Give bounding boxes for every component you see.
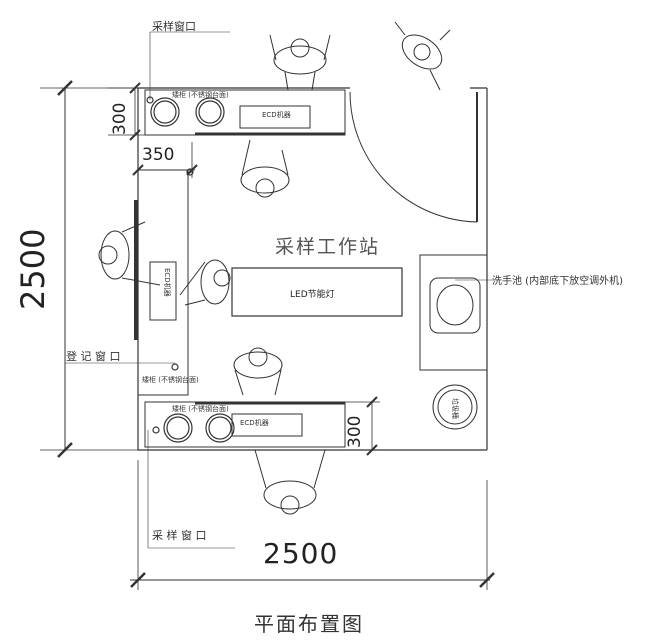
- seat-top-2: [195, 97, 225, 127]
- person-top-inside: [240, 139, 290, 198]
- dimension-top-window-depth: 300: [110, 102, 130, 135]
- label-window-top: 采样窗口: [152, 20, 196, 33]
- seat-bottom-1: [163, 413, 193, 443]
- person-door: [394, 21, 451, 91]
- dimension-left-window: [132, 142, 198, 178]
- label-register-window: 登 记 窗 口: [66, 350, 121, 363]
- label-cabinet-top: 矮柜 (不锈钢台面): [172, 91, 229, 99]
- label-led: LED节能灯: [290, 290, 335, 300]
- dimension-bottom-window: [345, 396, 380, 456]
- bottom-tray: [231, 413, 303, 437]
- left-tray: [149, 261, 177, 321]
- sink-basin: [436, 284, 474, 326]
- person-bottom-inside: [233, 347, 283, 396]
- dimension-overall-height: 2500: [14, 228, 52, 310]
- person-bottom-outside: [254, 449, 326, 515]
- seat-top-1: [150, 97, 180, 127]
- label-station: 采样工作站: [275, 236, 381, 258]
- label-cabinet-bottom: 矮柜 (不锈钢台面): [172, 405, 229, 413]
- dimension-top-window: [108, 82, 145, 141]
- person-left-inside: [179, 259, 231, 306]
- dimension-bottom-window-depth: 300: [345, 415, 365, 448]
- dimension-left-window-depth: 350: [142, 145, 175, 165]
- person-left-outside: [98, 221, 161, 286]
- label-machine-bottom: ECD机器: [240, 419, 269, 427]
- door-swing-arc: [349, 91, 478, 223]
- person-top-outside: [269, 34, 331, 91]
- dimension-bottom: [130, 460, 495, 590]
- label-cabinet-mid: 矮柜 (不锈钢台面): [142, 376, 199, 384]
- label-bin: 垃圾桶: [451, 398, 459, 419]
- label-machine-top: ECD机器: [262, 111, 291, 119]
- label-machine-left: ECD机器: [163, 268, 171, 297]
- sink-cabinet: [419, 254, 488, 371]
- label-window-bottom: 采 样 窗 口: [152, 529, 207, 542]
- trash-bin-outer: [432, 384, 478, 430]
- seat-bottom-2: [205, 413, 235, 443]
- top-tray: [239, 105, 311, 129]
- sink-basin-outer: [429, 277, 481, 334]
- drawing-title: 平面布置图: [254, 612, 364, 636]
- dimension-overall-width: 2500: [263, 537, 339, 570]
- center-table: [231, 267, 403, 317]
- dimension-left: [40, 80, 138, 458]
- label-sink: 洗手池 (内部底下放空调外机): [492, 276, 623, 287]
